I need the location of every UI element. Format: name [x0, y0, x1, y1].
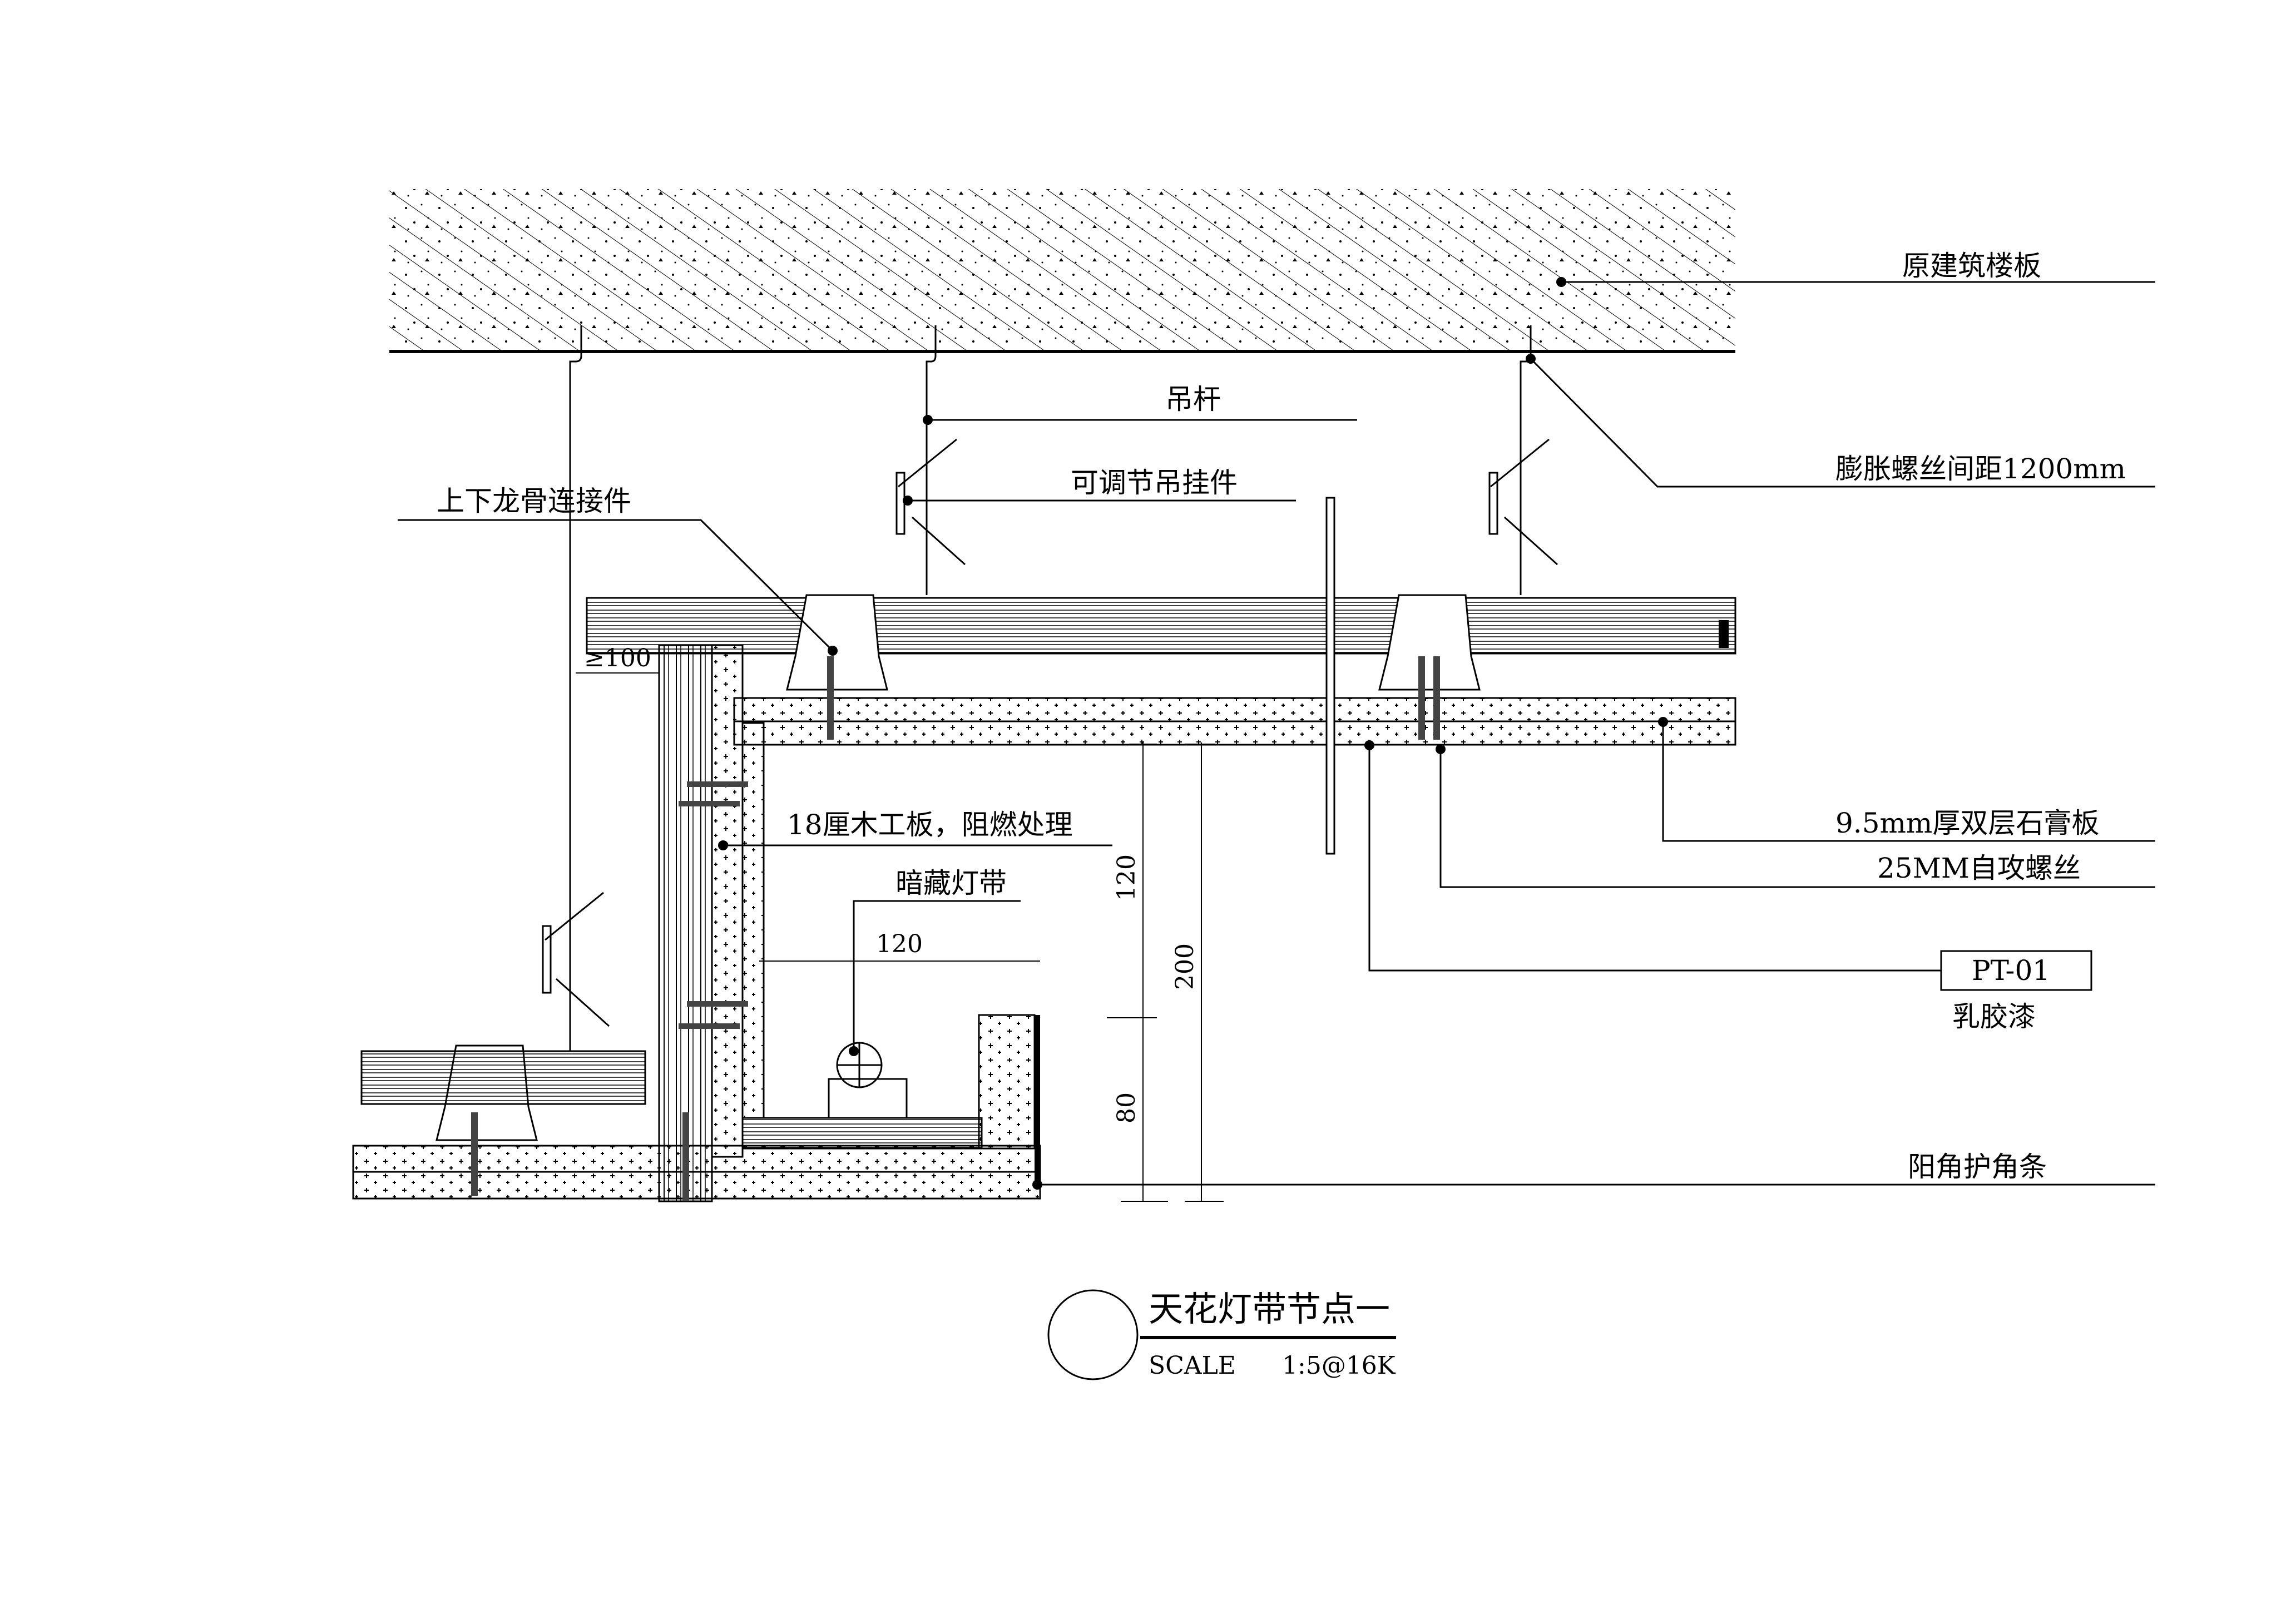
hidden-light-fixture: [828, 1042, 908, 1119]
gypsum-board-label: 9.5mm厚双层石膏板: [1835, 807, 2099, 839]
hanger-rod-label: 吊杆: [1165, 383, 1221, 415]
scale-label: SCALE: [1149, 1351, 1236, 1380]
hanger-rods: [542, 325, 1558, 1051]
paint-name-label: 乳胶漆: [1952, 1001, 2036, 1033]
lower-ceiling-section: [352, 1050, 1041, 1200]
keel-connector-label: 上下龙骨连接件: [437, 485, 631, 517]
leader-lines: [398, 277, 2155, 1190]
dimension-lines: [576, 672, 1224, 1202]
scale-value: 1:5@16K: [1282, 1351, 1396, 1380]
paint-code-box: [1940, 950, 2092, 991]
floor-slab-label: 原建筑楼板: [1902, 250, 2041, 282]
hidden-light-label: 暗藏灯带: [895, 867, 1007, 899]
drawing-title: 天花灯带节点一: [1149, 1289, 1390, 1329]
light-width-dimension-text: 120: [876, 930, 923, 958]
light-cove-trough: [741, 1014, 1040, 1185]
wood-board-label: 18厘木工板，阻燃处理: [787, 809, 1073, 841]
break-line: [1325, 497, 1335, 855]
upper-gypsum-board: [733, 697, 1736, 746]
total-drop-dimension-text: 200: [1171, 943, 1199, 990]
concrete-floor-slab: [389, 189, 1735, 353]
adjustable-hanger-label: 可调节吊挂件: [1071, 467, 1238, 499]
self-tapping-screws: [471, 656, 1440, 1201]
paint-code-label: PT-01: [1972, 954, 2050, 987]
offset-dimension-text: ≥100: [584, 644, 651, 672]
upper-main-keel: [586, 597, 1736, 655]
lower-drop-dimension-text: 80: [1112, 1092, 1141, 1123]
corner-guard-label: 阳角护角条: [1908, 1151, 2047, 1183]
drawing-title-block: 天花灯带节点一 SCALE 1:5@16K: [1047, 1289, 1396, 1380]
upper-drop-dimension-text: 120: [1112, 854, 1141, 901]
expansion-bolt-label: 膨胀螺丝间距1200mm: [1835, 453, 2126, 485]
tapping-screw-label: 25MM自攻螺丝: [1877, 852, 2081, 884]
